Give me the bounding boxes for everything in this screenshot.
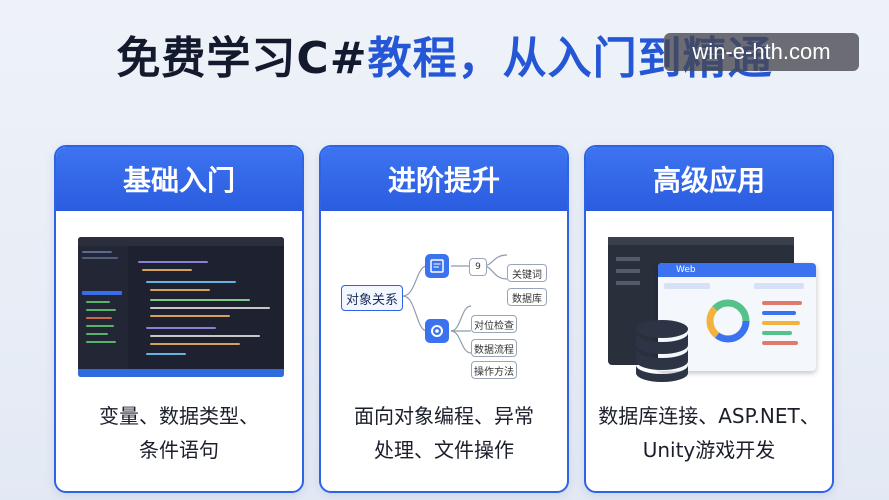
mindmap-root: 对象关系 <box>341 285 403 311</box>
dashboard-title: Web <box>658 263 816 277</box>
mindmap-node: 关键词 <box>507 264 547 282</box>
card-basics[interactable]: 基础入门 变量、数据类型、 条件语句 <box>54 145 304 493</box>
mindmap-node-small: 9 <box>469 258 487 276</box>
mindmap-node: 数据流程 <box>471 339 517 357</box>
mindmap-node: 数据库 <box>507 288 547 306</box>
card-description: 变量、数据类型、 条件语句 <box>99 404 259 462</box>
dashboard-charts <box>664 283 804 345</box>
watermark-badge: win-e-hth.com <box>664 33 859 71</box>
web-dashboard-image: Web <box>658 263 816 371</box>
code-editor-image <box>78 237 284 377</box>
card-description: 数据库连接、ASP.NET、 Unity游戏开发 <box>598 404 820 462</box>
mindmap-node: 对位检查 <box>471 315 517 333</box>
document-icon <box>425 254 449 278</box>
gear-icon <box>425 319 449 343</box>
card-description: 面向对象编程、异常 处理、文件操作 <box>354 404 534 462</box>
database-icon <box>636 320 688 382</box>
card-applied[interactable]: 高级应用 Web 数据库连接、ASP.NET、 Unity <box>584 145 834 493</box>
title-part-1: 免费学习C# <box>116 33 368 84</box>
card-heading: 高级应用 <box>586 147 832 211</box>
card-heading: 进阶提升 <box>321 147 567 211</box>
mindmap-node: 操作方法 <box>471 361 517 379</box>
card-advanced[interactable]: 进阶提升 对象关系 9 关键词 数据库 对位检查 数据流程 操作方法 面向对象编… <box>319 145 569 493</box>
card-heading: 基础入门 <box>56 147 302 211</box>
